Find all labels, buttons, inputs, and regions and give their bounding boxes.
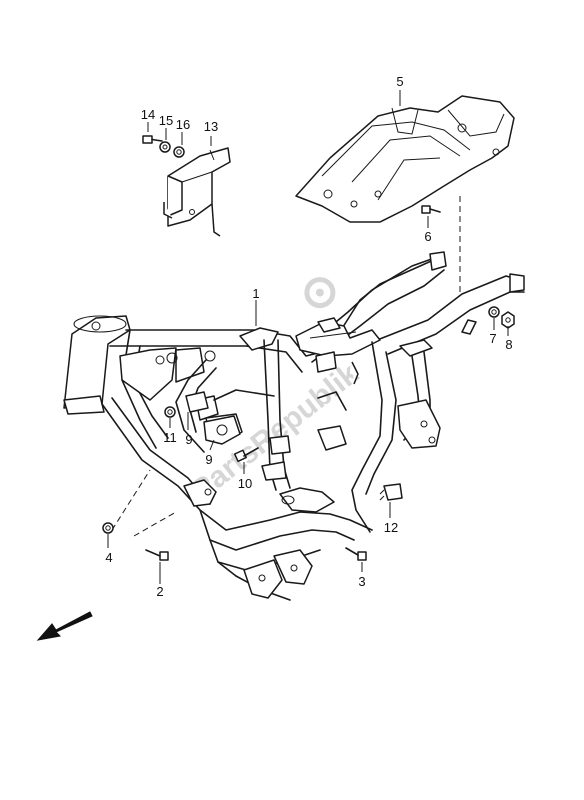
nut-16 [173,146,185,158]
callout-1: 1 [252,286,259,301]
rear-fender [295,95,515,223]
callout-5: 5 [396,74,403,89]
assembly-line-engine-mount-2 [133,511,177,537]
callout-3: 3 [358,574,365,589]
callout-9b: 9 [205,452,212,467]
main-frame [63,251,525,601]
callout-12: 12 [384,520,398,535]
nut-11 [164,406,176,418]
callout-labels: 1 2 3 4 5 6 7 8 9 9 10 11 12 13 14 15 16 [105,74,512,599]
nut-7 [488,306,500,318]
callout-9a: 9 [185,432,192,447]
bolt-10 [233,447,259,463]
leader-lines [107,90,509,584]
washer-15 [159,141,171,153]
callout-16: 16 [176,117,190,132]
callout-2: 2 [156,584,163,599]
battery-bracket [163,147,231,237]
assembly-line-engine-mount [111,469,151,531]
clip-12 [379,483,403,501]
nut-4 [102,522,114,534]
bolt-2 [145,549,169,561]
arrow-down-left-icon [36,611,93,641]
gear-icon [304,277,336,309]
callout-15: 15 [159,113,173,128]
callout-14: 14 [141,107,155,122]
callout-4: 4 [105,550,112,565]
callout-7: 7 [489,331,496,346]
nut-8 [501,311,515,329]
callout-6: 6 [424,229,431,244]
bolt-3 [345,547,367,561]
bracket-9a [185,391,209,413]
callout-11: 11 [163,430,177,445]
bolt-6 [421,205,441,214]
callout-13: 13 [204,119,218,134]
bracket-9b [203,415,241,445]
callout-8: 8 [505,337,512,352]
callout-10: 10 [238,476,252,491]
bolt-14 [142,135,163,144]
